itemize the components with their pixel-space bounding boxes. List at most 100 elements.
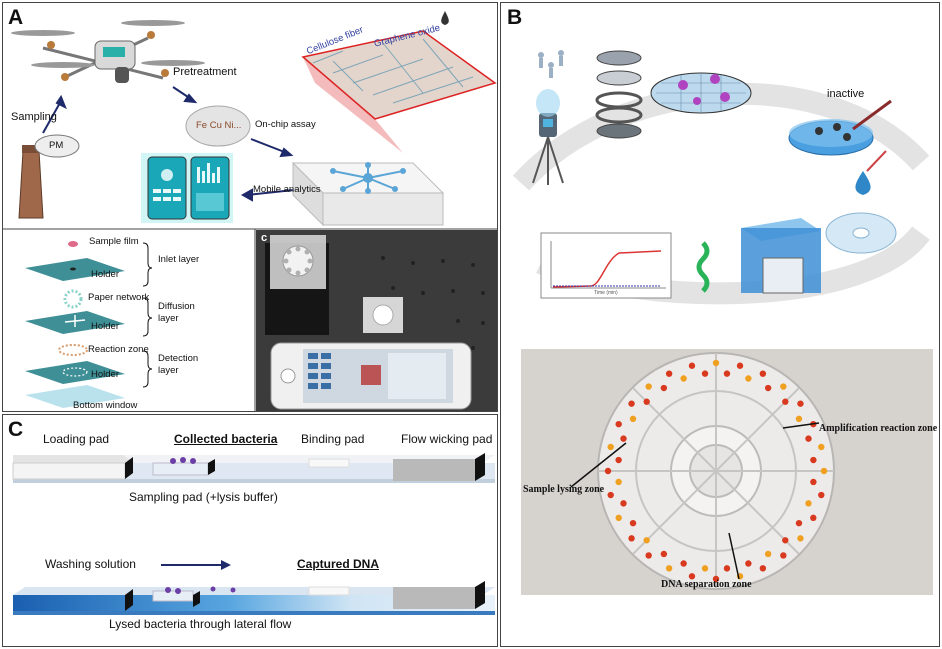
reaction-dot bbox=[615, 514, 622, 522]
reaction-dot bbox=[745, 375, 752, 382]
label-lysed-bacteria: Lysed bacteria through lateral flow bbox=[109, 617, 292, 631]
reaction-dot bbox=[615, 420, 622, 428]
reaction-dot bbox=[688, 573, 696, 580]
label-time-axis: Time (min) bbox=[594, 290, 618, 296]
reaction-dot bbox=[818, 491, 825, 499]
dna-strand bbox=[696, 241, 710, 293]
reaction-dot bbox=[615, 456, 622, 464]
reaction-dot bbox=[628, 400, 635, 407]
reaction-dot bbox=[665, 370, 673, 377]
reaction-dot bbox=[660, 384, 668, 392]
label-inlet-layer: Inlet layer bbox=[158, 254, 200, 265]
reaction-dot bbox=[643, 537, 650, 544]
label-captured-dna: Captured DNA bbox=[297, 557, 380, 571]
reaction-dot bbox=[797, 400, 804, 407]
reaction-dot bbox=[701, 370, 709, 377]
reaction-dot bbox=[810, 514, 817, 522]
label-pm: PM bbox=[49, 140, 64, 151]
reaction-dot bbox=[723, 565, 731, 572]
label-fe-cu-ni: Fe Cu Ni... bbox=[196, 120, 242, 131]
reaction-dot bbox=[620, 500, 627, 507]
label-washing-solution: Washing solution bbox=[45, 557, 136, 571]
reaction-dot bbox=[604, 467, 612, 475]
microfluidic-chip bbox=[291, 161, 445, 227]
label-bottom-window: Bottom window bbox=[73, 400, 138, 411]
graphene-cellulose-film bbox=[301, 30, 497, 153]
reaction-dot bbox=[680, 375, 687, 382]
reaction-dot bbox=[805, 500, 812, 507]
reaction-dot bbox=[805, 435, 812, 442]
panel-a: A bbox=[2, 2, 498, 412]
reaction-dot bbox=[759, 370, 767, 377]
label-sample-lysing-zone: Sample lysing zone bbox=[523, 484, 605, 495]
petri-dish bbox=[788, 99, 892, 156]
reaction-dot bbox=[701, 565, 709, 572]
label-detection-1: Detection bbox=[158, 353, 199, 364]
reaction-dot bbox=[780, 383, 787, 390]
label-inactive: inactive bbox=[827, 88, 865, 100]
label-diffusion-1: Diffusion bbox=[158, 301, 195, 312]
reaction-dot bbox=[764, 384, 772, 392]
reaction-dot bbox=[797, 535, 804, 542]
label-dna-separation-zone: DNA separation zone bbox=[661, 579, 752, 590]
reaction-dot bbox=[782, 398, 789, 405]
label-collected-bacteria: Collected bacteria bbox=[174, 432, 278, 446]
reaction-dot bbox=[643, 398, 650, 405]
label-amplification-zone: Amplification reaction zone bbox=[819, 423, 938, 434]
label-flow-wicking-pad: Flow wicking pad bbox=[401, 432, 493, 446]
panel-c-letter: C bbox=[8, 418, 24, 441]
photo-sub-label: c bbox=[261, 232, 268, 244]
mobile-phones bbox=[141, 153, 233, 223]
label-detection-2: layer bbox=[158, 365, 179, 376]
panel-b: B bbox=[500, 2, 940, 647]
layer-stack bbox=[25, 241, 153, 408]
reaction-dot bbox=[615, 478, 622, 486]
panel-c-graphics bbox=[12, 453, 495, 615]
chimney-illustration bbox=[18, 145, 44, 219]
strip-bottom bbox=[13, 581, 495, 615]
label-binding-pad: Binding pad bbox=[301, 432, 365, 446]
reaction-dot bbox=[782, 537, 789, 544]
label-holder-3: Holder bbox=[91, 369, 119, 380]
reaction-dot bbox=[620, 435, 627, 442]
reaction-dot bbox=[818, 443, 825, 451]
pm-cloud bbox=[34, 134, 80, 158]
device-photo bbox=[256, 230, 497, 411]
pipette-drop bbox=[855, 150, 887, 195]
amplification-instrument bbox=[741, 218, 821, 294]
air-sampler bbox=[532, 89, 564, 185]
reaction-dot bbox=[629, 415, 637, 423]
reaction-dot bbox=[820, 467, 828, 475]
label-reaction-zone: Reaction zone bbox=[88, 344, 149, 355]
reaction-dot bbox=[795, 415, 803, 423]
label-pretreatment: Pretreatment bbox=[173, 66, 237, 78]
label-holder-2: Holder bbox=[91, 321, 119, 332]
reaction-dot bbox=[665, 565, 673, 572]
strip-top bbox=[12, 453, 495, 483]
disc-chip bbox=[825, 212, 897, 254]
reaction-dot bbox=[723, 370, 731, 377]
reaction-dot bbox=[810, 478, 817, 486]
panel-a-letter: A bbox=[8, 6, 24, 29]
drone-illustration bbox=[11, 20, 205, 83]
drop-icon bbox=[441, 11, 449, 25]
reaction-dot bbox=[759, 565, 767, 572]
reaction-dot bbox=[629, 519, 637, 527]
reaction-dot bbox=[764, 550, 772, 558]
reaction-dot bbox=[745, 560, 752, 567]
reaction-dot bbox=[645, 383, 652, 390]
reaction-dot bbox=[645, 552, 652, 559]
flow-arrow bbox=[161, 560, 231, 570]
label-diffusion-2: layer bbox=[158, 313, 179, 324]
people-icons bbox=[538, 50, 564, 78]
reaction-dot bbox=[712, 359, 720, 367]
reaction-dot bbox=[680, 560, 687, 567]
reaction-dot bbox=[795, 519, 803, 527]
label-holder-1: Holder bbox=[91, 269, 119, 280]
virus-mesh bbox=[650, 72, 752, 114]
reaction-dot bbox=[607, 443, 614, 451]
amplification-curve bbox=[540, 232, 672, 299]
reaction-dot bbox=[628, 535, 635, 542]
annotation-leaders bbox=[570, 422, 820, 580]
reaction-dot bbox=[712, 575, 720, 583]
